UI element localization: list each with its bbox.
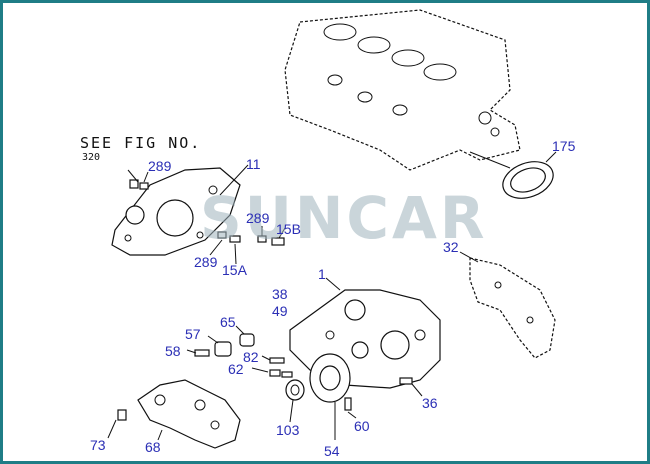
see-fig-note: SEE FIG NO. <box>80 134 201 152</box>
callout-11: 11 <box>246 156 261 172</box>
callout-62: 62 <box>228 361 244 377</box>
callout-60: 60 <box>354 418 370 434</box>
callout-1: 1 <box>318 266 326 282</box>
callout-57: 57 <box>185 326 201 342</box>
callout-289-right: 289 <box>246 210 270 226</box>
callout-68: 68 <box>145 439 161 455</box>
callout-175: 175 <box>552 138 576 154</box>
callout-32: 32 <box>443 239 459 255</box>
callout-73: 73 <box>90 437 106 453</box>
see-fig-number: 320 <box>82 152 100 163</box>
callout-15a: 15A <box>222 262 248 278</box>
callout-82: 82 <box>243 349 259 365</box>
callout-289-left: 289 <box>194 254 218 270</box>
callout-65: 65 <box>220 314 236 330</box>
callout-49: 49 <box>272 303 288 319</box>
front-cover-68 <box>107 379 241 449</box>
oil-seal-175 <box>469 151 557 199</box>
callout-289-top: 289 <box>148 158 172 174</box>
engine-block <box>284 9 521 171</box>
flywheel-plate-11 <box>111 164 249 256</box>
callout-15b: 15B <box>276 221 301 237</box>
callout-58: 58 <box>165 343 181 359</box>
callout-54: 54 <box>324 443 340 459</box>
callout-103: 103 <box>276 422 300 438</box>
gasket-plate-32 <box>459 251 556 359</box>
bolts-plate <box>127 169 286 265</box>
pulley-54 <box>309 353 351 440</box>
callout-38: 38 <box>272 286 288 302</box>
callout-36: 36 <box>422 395 438 411</box>
fittings-57-58-65 <box>186 325 255 357</box>
bolts-case <box>251 355 423 419</box>
seal-103 <box>285 379 305 423</box>
watermark: SUNCAR <box>200 184 488 252</box>
